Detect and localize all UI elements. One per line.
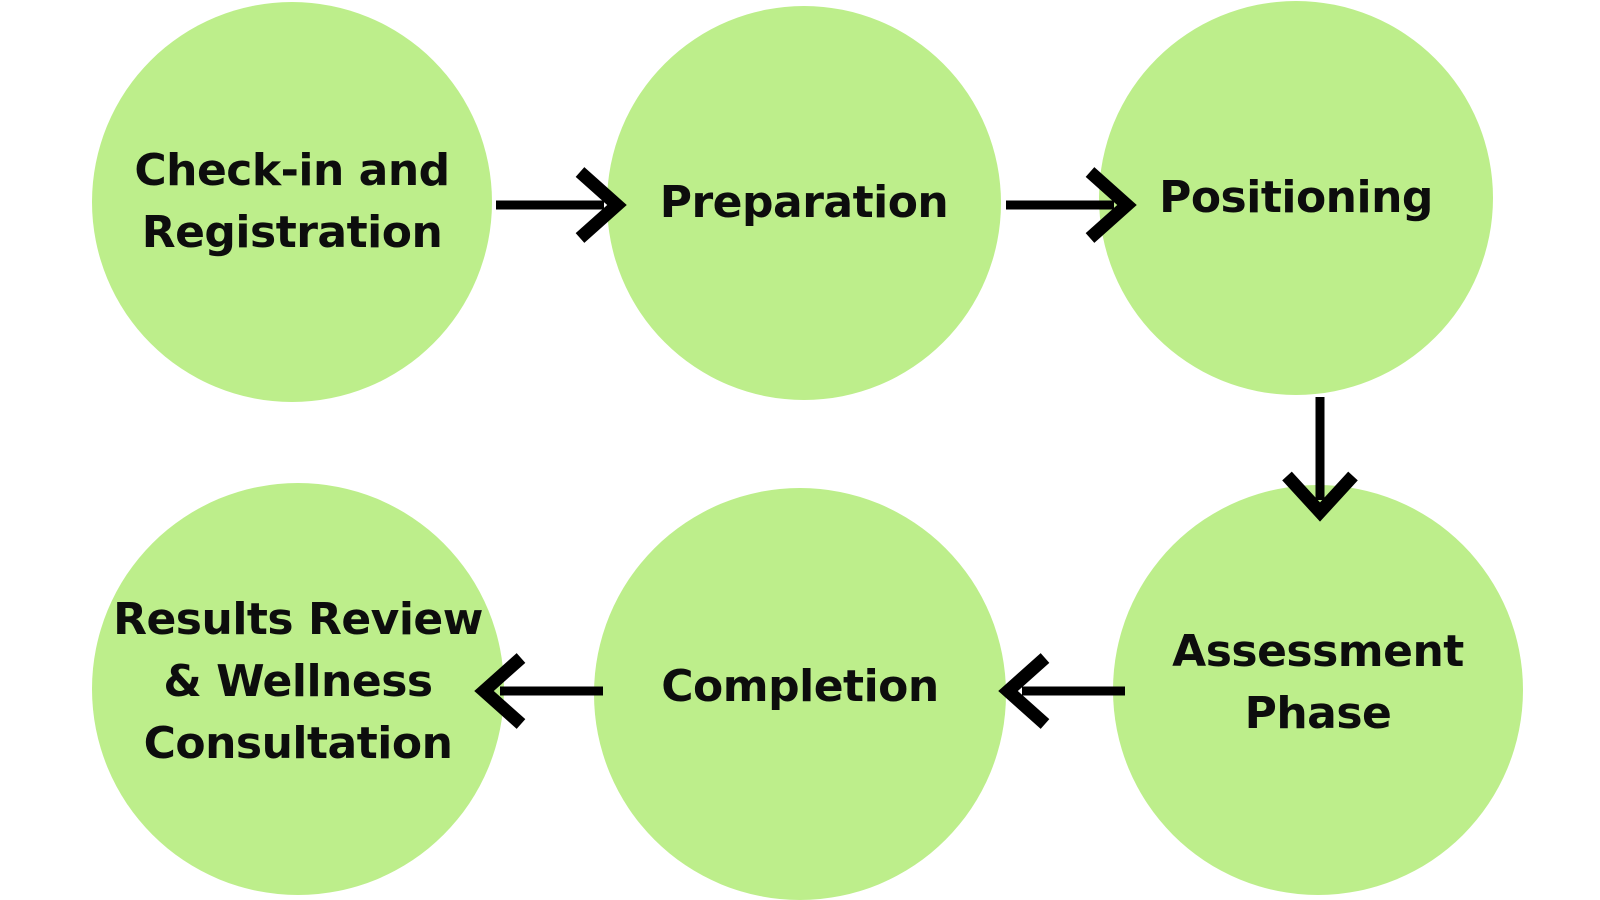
node-label-line: & Wellness (163, 656, 433, 707)
node-preparation: Preparation (607, 6, 1001, 400)
node-label-line: Results Review (113, 594, 483, 645)
node-assessment-phase: Assessment Phase (1113, 485, 1523, 895)
node-completion: Completion (594, 488, 1006, 900)
node-label-line: Consultation (143, 718, 453, 769)
arrow-right-icon (496, 167, 627, 243)
node-label: Assessment Phase (1172, 621, 1464, 745)
node-label-line: Positioning (1159, 172, 1433, 223)
node-label: Check-in and Registration (134, 140, 450, 264)
arrow-head (998, 653, 1050, 729)
node-label: Preparation (660, 172, 949, 234)
node-check-in-registration: Check-in and Registration (92, 2, 492, 402)
node-label-line: Check-in and (134, 145, 450, 196)
node-positioning: Positioning (1099, 1, 1493, 395)
node-label: Positioning (1159, 167, 1433, 229)
node-label-line: Preparation (659, 177, 949, 228)
arrow-left-icon (998, 653, 1125, 729)
node-label-line: Phase (1244, 688, 1392, 739)
node-label: Completion (661, 656, 939, 718)
node-label-line: Registration (141, 207, 443, 258)
node-results-review-wellness-consultation: Results Review & Wellness Consultation (92, 483, 504, 895)
node-label-line: Assessment (1172, 626, 1464, 677)
node-label: Results Review & Wellness Consultation (113, 589, 483, 775)
node-label-line: Completion (661, 661, 939, 712)
